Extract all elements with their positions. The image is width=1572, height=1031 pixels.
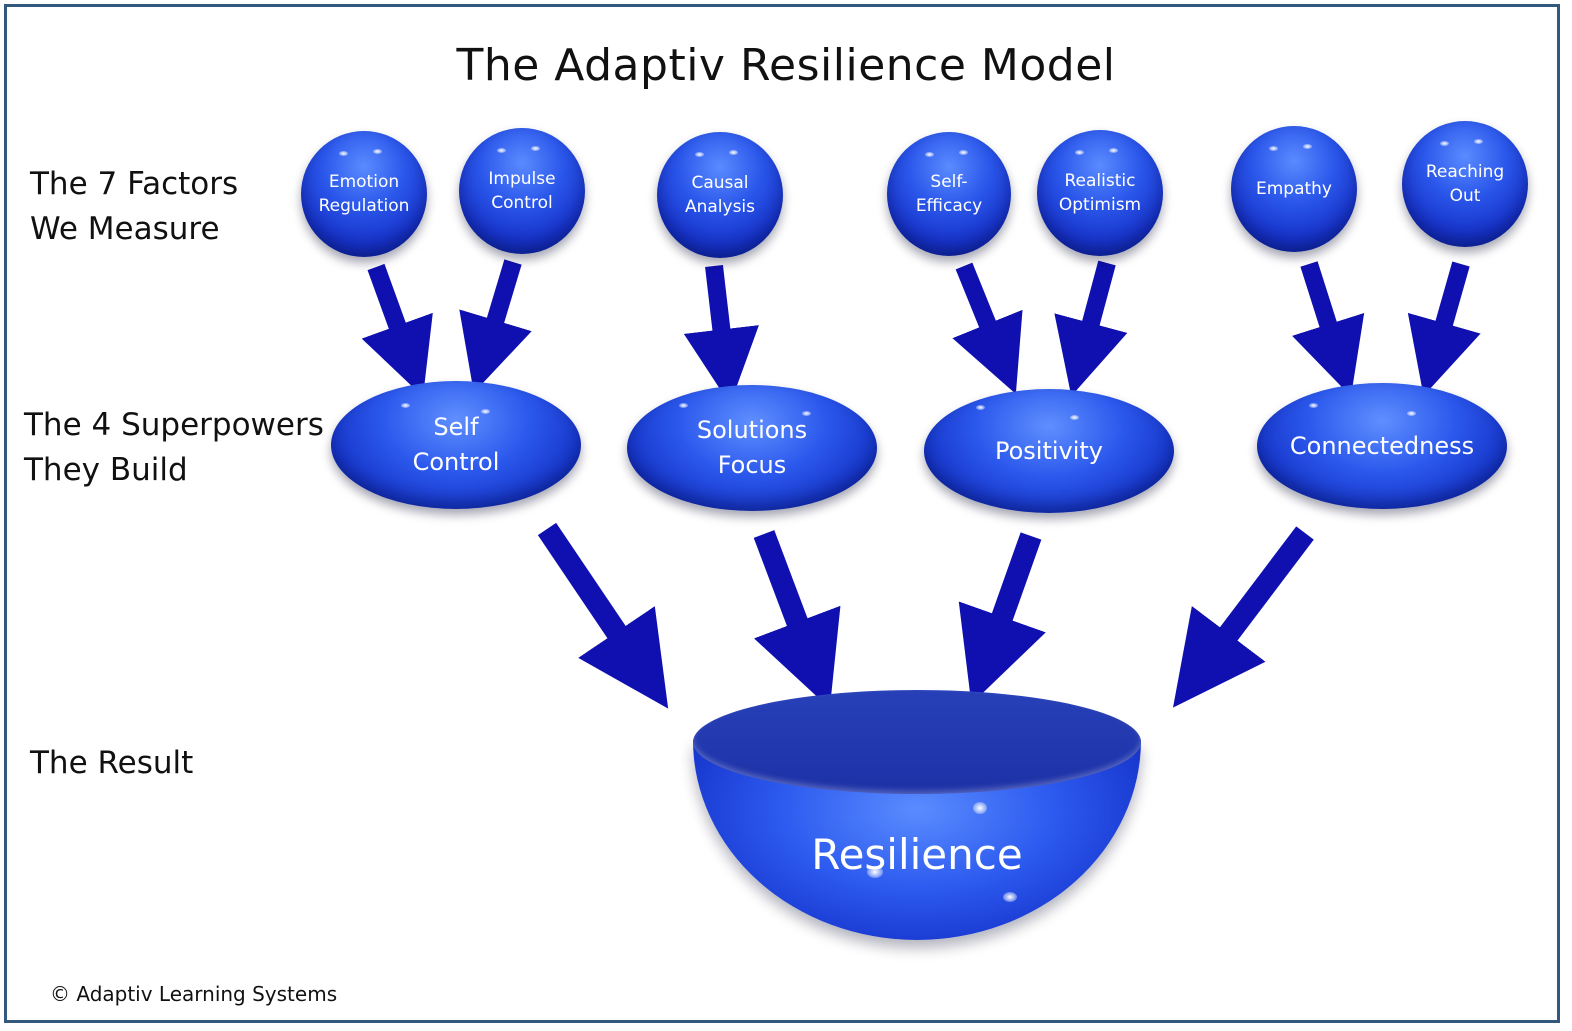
superpower-solutions-focus: Solutions Focus — [627, 385, 877, 511]
result-bowl: Resilience — [693, 690, 1141, 948]
arrow-empathy-to-connectedness — [1292, 261, 1365, 397]
superpower-label: Self Control — [412, 413, 500, 476]
superpower-label: Solutions Focus — [696, 416, 808, 479]
arrow-connectedness-to-resilience — [1172, 526, 1314, 708]
superpower-label: Positivity — [994, 436, 1104, 465]
arrow-positivity-to-resilience — [958, 532, 1046, 704]
factor-reaching-out: Reaching Out — [1402, 121, 1528, 247]
diagram-title: The Adaptiv Resilience Model — [456, 40, 1116, 91]
factor-label: Impulse Control — [488, 169, 556, 213]
factor-label: Emotion Regulation — [318, 172, 410, 216]
arrow-emotion-to-self-control — [361, 263, 433, 397]
arrow-impulse-to-self-control — [459, 259, 532, 393]
result-label: Resilience — [811, 830, 1023, 879]
arrow-causal-to-solutions — [683, 264, 759, 405]
factor-label: Causal Analysis — [684, 173, 756, 217]
row-label-superpowers: The 4 Superpowers They Build — [24, 407, 324, 488]
arrow-solutions-to-resilience — [753, 530, 841, 709]
factor-emotion-regulation: Emotion Regulation — [301, 131, 427, 257]
arrow-optimism-to-positivity — [1054, 260, 1128, 397]
superpower-connectedness: Connectedness — [1257, 383, 1507, 509]
arrow-reaching-to-connectedness — [1407, 261, 1481, 396]
superpower-self-control: Self Control — [331, 381, 581, 509]
bowl-rim — [693, 690, 1141, 794]
row-label-result: The Result — [30, 745, 194, 781]
factor-label: Empathy — [1255, 179, 1332, 199]
superpower-positivity: Positivity — [924, 389, 1174, 513]
copyright-text: © Adaptiv Learning Systems — [50, 982, 338, 1006]
factor-impulse-control: Impulse Control — [459, 128, 585, 254]
factor-label: Realistic Optimism — [1058, 171, 1142, 215]
factor-self-efficacy: Self- Efficacy — [887, 132, 1011, 256]
factor-label: Reaching Out — [1425, 162, 1505, 206]
row-label-factors: The 7 Factors We Measure — [30, 166, 239, 247]
factor-empathy: Empathy — [1231, 126, 1357, 252]
factor-realistic-optimism: Realistic Optimism — [1037, 130, 1163, 256]
arrow-self-control-to-resilience — [537, 522, 669, 709]
factor-label: Self- Efficacy — [915, 172, 983, 216]
factor-causal-analysis: Causal Analysis — [657, 132, 783, 258]
arrow-efficacy-to-positivity — [952, 262, 1023, 395]
superpower-label: Connectedness — [1289, 431, 1475, 460]
